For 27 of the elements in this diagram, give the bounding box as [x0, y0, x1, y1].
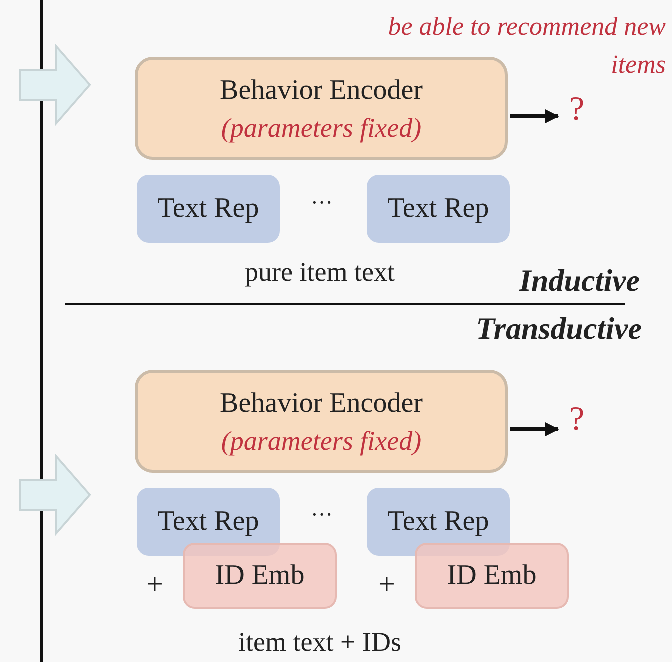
ellipsis: ··· [310, 189, 334, 217]
box-subtitle: (parameters fixed) [221, 112, 422, 145]
text-rep-box [367, 175, 510, 243]
caption-text: pure item text [244, 256, 396, 289]
plus-sign: + [378, 567, 396, 603]
box-title: Behavior Encoder [220, 386, 423, 420]
arrow [510, 422, 560, 436]
question-mark: ? [562, 90, 592, 130]
box-title: Text Rep [388, 505, 490, 539]
encoder-box [135, 370, 508, 473]
question-mark: ? [562, 400, 592, 440]
arrow [510, 110, 560, 124]
box-title: ID Emb [447, 559, 537, 593]
box-subtitle: (parameters fixed) [221, 424, 422, 458]
box-title: Text Rep [158, 505, 260, 539]
ellipsis: ··· [310, 501, 334, 529]
id-emb-box [183, 543, 337, 609]
id-emb-box [415, 543, 569, 609]
section-label: Inductive [518, 262, 640, 300]
box-title: Text Rep [158, 192, 260, 226]
plus-sign: + [146, 567, 164, 603]
text-rep-box [137, 175, 280, 243]
encoder-box [135, 57, 508, 160]
box-title: Text Rep [388, 192, 490, 226]
box-title: ID Emb [215, 559, 305, 593]
caption-text: item text + IDs [238, 626, 402, 659]
section-label: Transductive [475, 310, 642, 348]
